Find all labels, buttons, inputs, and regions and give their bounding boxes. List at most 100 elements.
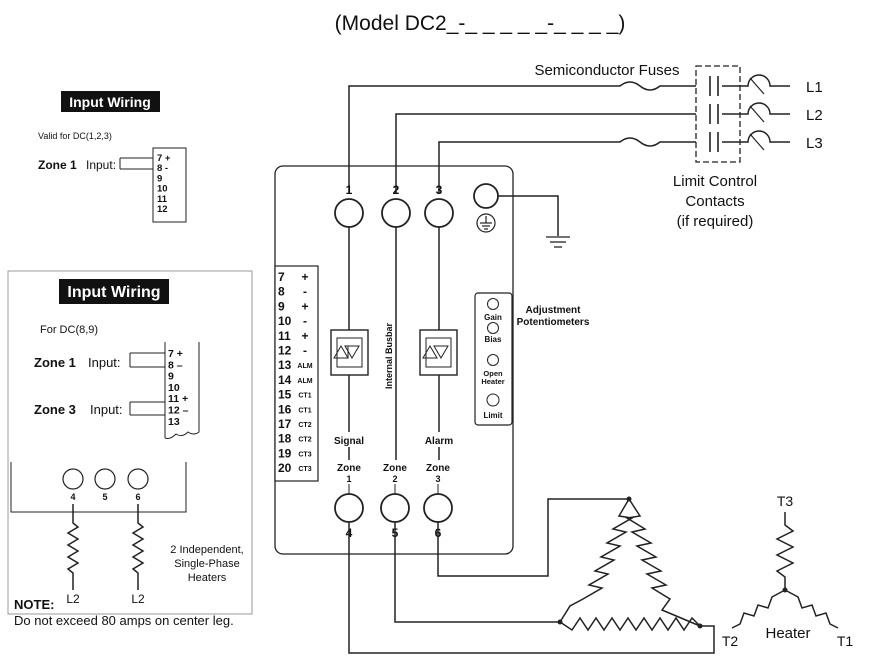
line-l1: L1 (806, 79, 823, 96)
pin-14-sign: ALM (297, 378, 312, 385)
limit-contact-symbols (709, 76, 719, 152)
pin-9-number: 9 (278, 299, 285, 313)
pin-13-sign: ALM (297, 363, 312, 370)
large-term-3: 10 (168, 382, 180, 394)
wire-l2 (395, 102, 790, 193)
pin-9-sign: + (301, 299, 308, 313)
small-terminal-5 (94, 468, 116, 490)
bias-label: Bias (485, 335, 502, 344)
terminal-6 (423, 493, 453, 523)
large-term-5: 12 – (168, 405, 189, 417)
limit-label-1: Limit Control (673, 173, 757, 190)
small-terminal-4 (62, 468, 84, 490)
pin-12-sign: - (303, 344, 307, 358)
pin-11-sign: + (301, 329, 308, 343)
bias-pot (487, 322, 499, 334)
right-l2: L2 (131, 592, 145, 606)
pin-11-number: 11 (278, 329, 291, 343)
terminal-1-label: 1 (346, 183, 353, 197)
delta-heater (559, 498, 701, 632)
pin-18-number: 18 (278, 432, 292, 446)
limit-label-3: (if required) (677, 213, 754, 230)
heater-t3: T3 (777, 493, 794, 509)
pin-17-sign: CT2 (298, 422, 311, 429)
large-terminal-block (164, 342, 200, 439)
terminal-5 (380, 493, 410, 523)
heater-label: Heater (765, 625, 810, 642)
large-term-2: 9 (168, 371, 174, 383)
ground-terminal (473, 183, 499, 209)
small-term-2: 9 (157, 173, 162, 184)
left-l2: L2 (66, 592, 80, 606)
wire-t6 (437, 498, 629, 577)
ground-wire (498, 195, 559, 236)
small-term-4: 11 (157, 194, 168, 205)
for-label: For DC(8,9) (40, 324, 98, 336)
large-term-1: 8 – (168, 359, 183, 371)
wire-t5 (394, 522, 560, 623)
small-terminal-6 (127, 468, 149, 490)
input-wiring-small-title: Input Wiring (69, 94, 151, 110)
pin-19-sign: CT3 (298, 451, 311, 458)
circle-4-label: 4 (70, 492, 75, 502)
pin-20-number: 20 (278, 461, 292, 475)
adjust-title-2: Potentiometers (517, 317, 590, 328)
circle-5-label: 5 (102, 492, 107, 502)
terminal-3-label: 3 (436, 183, 443, 197)
alarm-label: Alarm (425, 436, 453, 447)
signal-label: Signal (334, 436, 364, 447)
pin-7-number: 7 (278, 270, 285, 284)
small-term-1: 8 - (157, 163, 168, 174)
large-term-0: 7 + (168, 348, 183, 360)
heater-t1: T1 (837, 633, 854, 649)
wire-l3 (438, 130, 790, 193)
small-zone-1: Zone 1 (38, 158, 77, 172)
ssr-zone-1 (330, 329, 369, 376)
input-wiring-large-title: Input Wiring (67, 284, 160, 301)
pin-10-sign: - (303, 314, 307, 328)
terminal-strip (274, 265, 319, 482)
wire-l1 (348, 74, 790, 193)
input-wiring-large-panel (7, 270, 253, 615)
circle-6-label: 6 (135, 492, 140, 502)
limit-pot-label: Limit (483, 411, 502, 420)
small-term-5: 12 (157, 204, 168, 215)
small-term-0: 7 + (157, 153, 171, 164)
zone-3-word: Zone (426, 463, 450, 474)
pin-18-sign: CT2 (298, 437, 311, 444)
pin-16-number: 16 (278, 402, 292, 416)
wire-t4 (348, 522, 715, 654)
pin-16-sign: CT1 (298, 407, 311, 414)
zone-1-num: 1 (346, 474, 351, 484)
small-term-3: 10 (157, 184, 168, 195)
pin-7-sign: + (301, 270, 308, 284)
zone-2-num: 2 (392, 474, 397, 484)
zone-2-word: Zone (383, 463, 407, 474)
zone-3-num: 3 (435, 474, 440, 484)
pin-10-number: 10 (278, 314, 292, 328)
pin-8-sign: - (303, 285, 307, 299)
line-l2: L2 (806, 107, 823, 124)
large-term-4: 11 + (168, 393, 188, 405)
large-term-6: 13 (168, 416, 180, 428)
pin-15-number: 15 (278, 388, 292, 402)
terminal-1 (334, 198, 364, 228)
pin-19-number: 19 (278, 446, 292, 460)
line-l3: L3 (806, 135, 823, 152)
terminal-3 (424, 198, 454, 228)
terminal-2 (381, 198, 411, 228)
wye-heater (731, 512, 839, 629)
limit-contacts-box (695, 65, 741, 163)
limit-label-2: Contacts (685, 193, 744, 210)
pin-17-number: 17 (278, 417, 292, 431)
terminal-4 (334, 493, 364, 523)
note-title: NOTE: (14, 597, 54, 612)
zone-1-word: Zone (337, 463, 361, 474)
valid-label: Valid for DC(1,2,3) (38, 131, 112, 141)
heaters-note-1: 2 Independent, (170, 544, 243, 556)
model-title: (Model DC2_-_ _ _ _ _-_ _ _ _) (335, 12, 626, 35)
heater-right-resistor (131, 504, 145, 590)
output-bracket (10, 462, 187, 513)
